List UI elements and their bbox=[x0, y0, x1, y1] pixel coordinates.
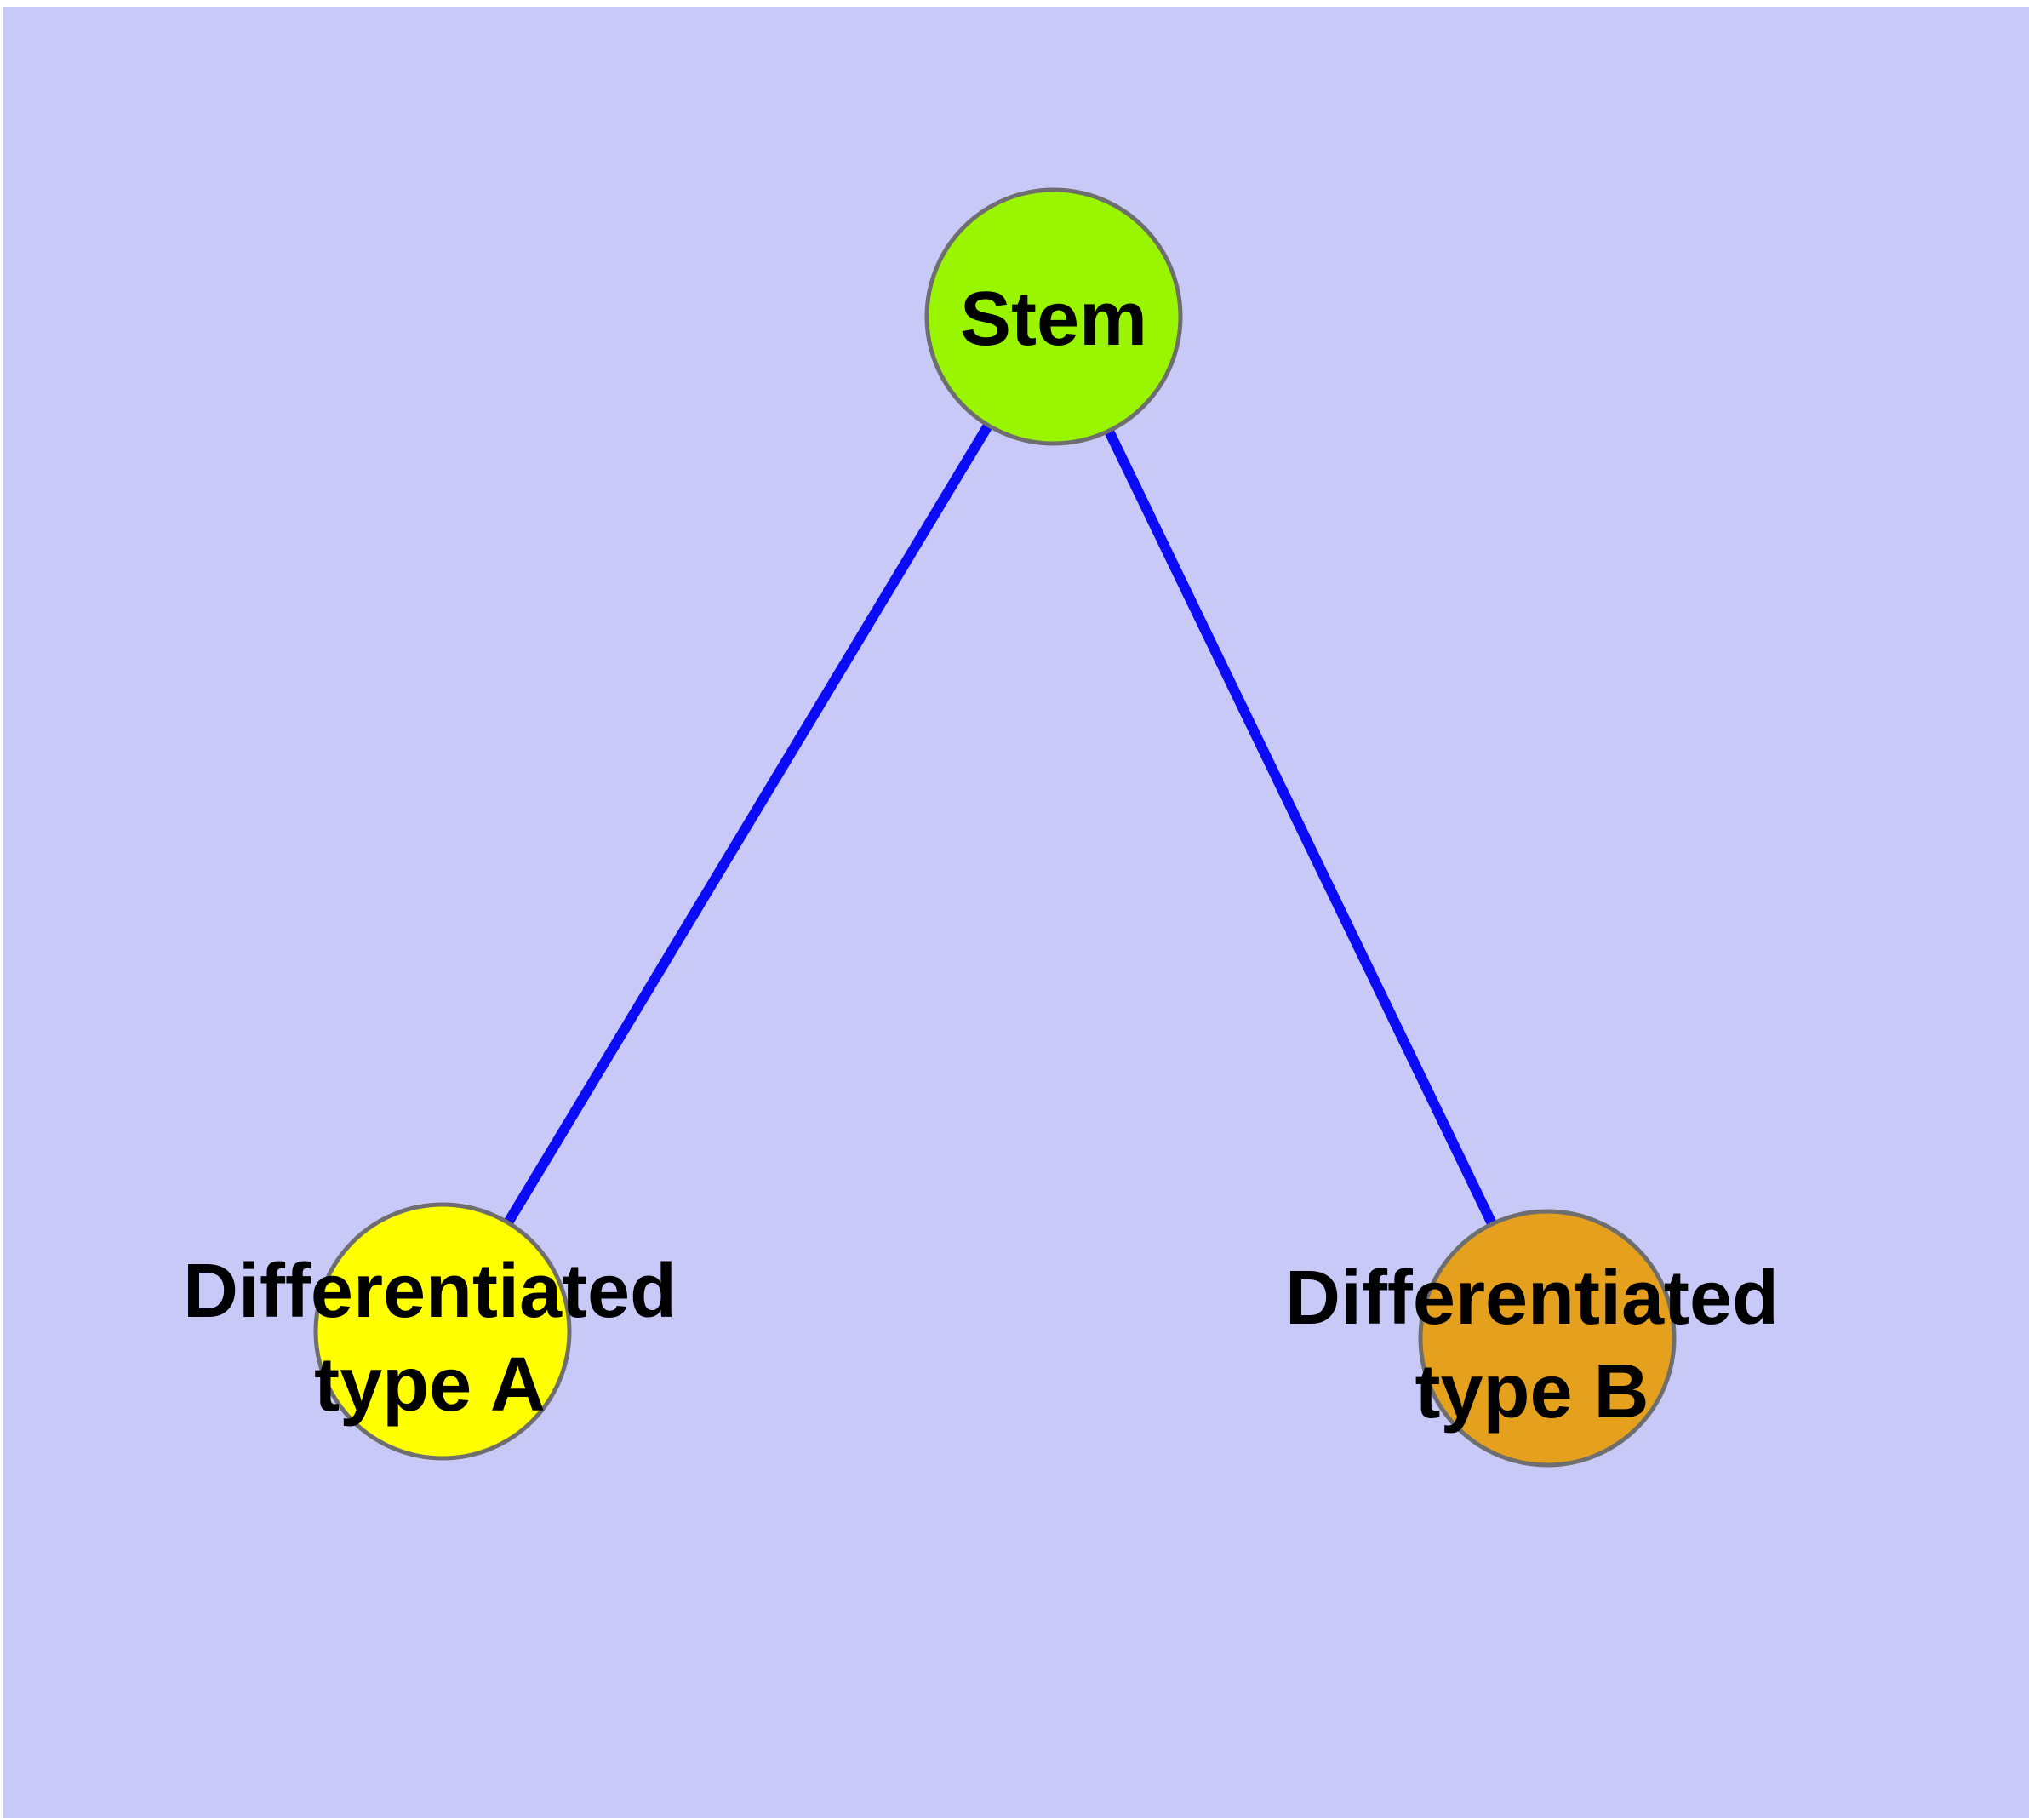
node-stem-label: Stem bbox=[960, 277, 1147, 362]
node-type-b-label-line1: Differentiated bbox=[1285, 1256, 1779, 1341]
node-type-a-label-line2: type A bbox=[314, 1342, 546, 1428]
node-type-a-label-line1: Differentiated bbox=[183, 1249, 677, 1334]
node-type-b-label-line2: type B bbox=[1415, 1349, 1649, 1434]
node-differentiated-type-b[interactable] bbox=[1418, 1209, 1677, 1468]
node-differentiated-type-a[interactable] bbox=[313, 1202, 572, 1461]
edge-stem-to-type-b[interactable] bbox=[1049, 314, 1552, 1341]
node-stem[interactable] bbox=[924, 187, 1183, 446]
edge-stem-to-type-a[interactable] bbox=[437, 313, 1059, 1335]
